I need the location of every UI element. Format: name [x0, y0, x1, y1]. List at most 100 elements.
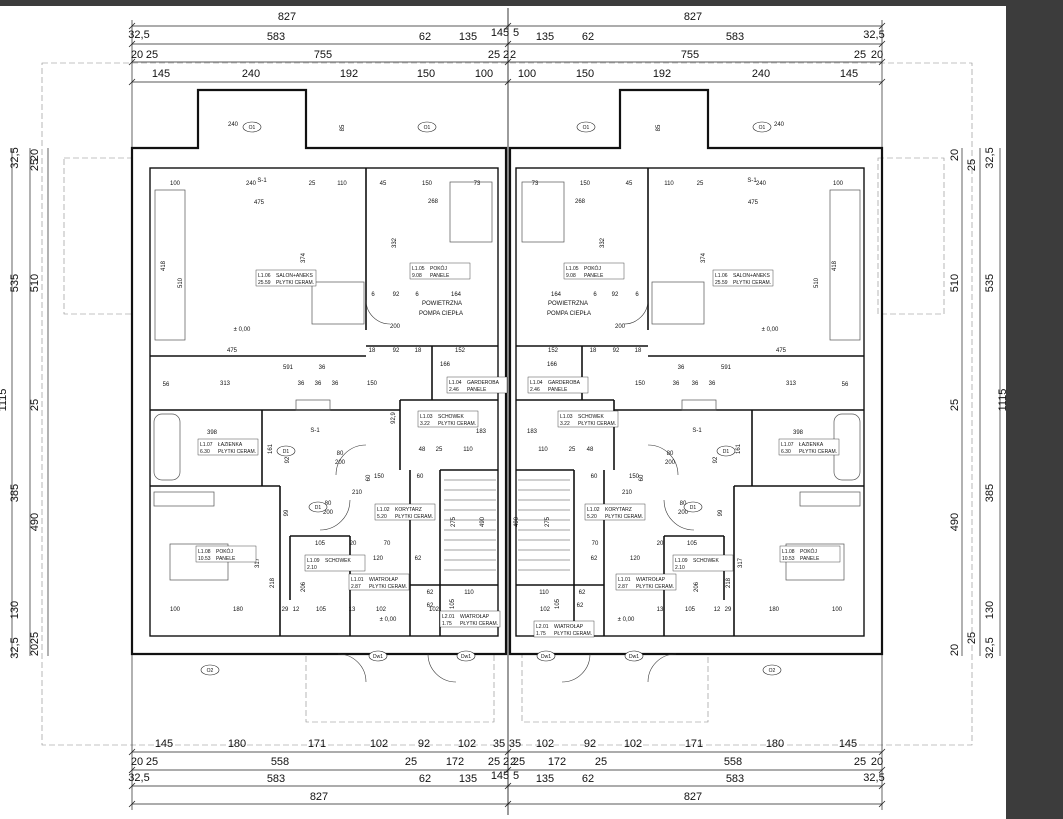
interior-dimension-label: 100 [833, 181, 844, 187]
interior-dimension-label: 313 [786, 381, 797, 387]
interior-dimension-label: 62 [591, 556, 598, 562]
dimension-label: 20 [131, 49, 143, 61]
dimension-label: 180 [766, 738, 784, 750]
plan-annotation: S-1 [257, 178, 267, 184]
plan-annotation: S-1 [692, 428, 702, 434]
dimension-label: 35 [493, 738, 505, 750]
dimension-tick [878, 78, 886, 86]
dimension-tick [128, 766, 136, 774]
dimension-label: 558 [724, 756, 742, 768]
bathtub-left [153, 413, 181, 481]
room-area: 2.87 [351, 584, 361, 590]
room-tag [584, 503, 646, 521]
interior-dimension-label: 180 [769, 607, 780, 613]
dimension-label: 130 [9, 601, 21, 619]
kitchen-counter-right [829, 189, 861, 341]
interior-dimension-label: 240 [756, 181, 767, 187]
dimension-label: 1115 [997, 389, 1006, 412]
room-tag [615, 573, 677, 591]
interior-dimension-label: 18 [590, 348, 597, 354]
interior-dimension-label: 591 [283, 365, 294, 371]
dimension-label: 25 [29, 632, 41, 644]
interior-dimension-label: 105 [687, 541, 698, 547]
interior-dimension-label: 45 [380, 181, 387, 187]
stairs-left [444, 479, 496, 571]
interior-dimension-label: 70 [592, 541, 599, 547]
interior-dimension-label: 275 [451, 516, 457, 527]
room-area: 6.30 [781, 449, 791, 455]
room-area: 9.08 [412, 273, 422, 279]
dimension-label: 385 [984, 484, 996, 502]
room-tag [439, 610, 501, 628]
interior-dimension-label: 110 [463, 447, 473, 453]
dimension-label: 135 [459, 773, 477, 785]
dimension-label: 192 [653, 68, 671, 80]
dimension-label: 240 [752, 68, 770, 80]
room-floor-finish: PŁYTKI CERAM. [578, 421, 616, 427]
opening-marker [624, 650, 644, 662]
dimension-label: 20 [871, 49, 883, 61]
interior-dimension-label: 29 [725, 607, 732, 613]
dimension-label: 583 [726, 773, 744, 785]
room-id: L1.04 [449, 380, 462, 386]
interior-dimension-label: 102 [540, 607, 551, 613]
interior-dimension-label: 105 [555, 598, 561, 609]
interior-dimension-label: 180 [233, 607, 244, 613]
interior-dimension-label: 218 [270, 577, 276, 588]
room-id: L1.04 [530, 380, 543, 386]
plan-annotation: 80 [680, 501, 687, 507]
dimension-label: 100 [475, 68, 493, 80]
room-floor-finish: PŁYTKI CERAM. [605, 514, 643, 520]
interior-dimension-label: 36 [709, 381, 716, 387]
opening-marker [200, 664, 220, 676]
dimension-tick [878, 782, 886, 790]
interior-dimension-label: 105 [450, 598, 456, 609]
opening-marker [716, 445, 736, 457]
interior-dimension-label: 18 [369, 348, 376, 354]
interior-dimension-label: 105 [316, 607, 327, 613]
interior-dimension-label: 317 [255, 557, 261, 568]
dimension-label: 35 [509, 738, 521, 750]
interior-dimension-label: 62 [415, 556, 422, 562]
dimension-label: 510 [29, 274, 41, 292]
room-id: L1.08 [782, 549, 795, 555]
plan-annotation: S-1 [747, 178, 757, 184]
room-name: SALON+ANEKS [276, 273, 313, 279]
interior-dimension-label: 100 [170, 181, 181, 187]
room-area: 6.30 [200, 449, 210, 455]
interior-dimension-label: 13 [657, 607, 664, 613]
interior-dimension-label: 218 [726, 577, 732, 588]
dimension-label: 583 [267, 31, 285, 43]
dimension-label: 583 [726, 31, 744, 43]
dimension-tick [878, 748, 886, 756]
interior-dimension-label: 164 [451, 292, 462, 298]
interior-dimension-label: 490 [514, 516, 520, 527]
dimension-label: 25 [854, 756, 866, 768]
interior-dimension-label: 206 [301, 581, 307, 592]
interior-dimension-label: 99 [284, 509, 290, 516]
viewer-top-bar [0, 0, 1063, 6]
interior-dimension-label: 152 [548, 348, 559, 354]
room-floor-finish: PŁYTKI CERAM. [276, 280, 314, 286]
dimension-label: 20 [949, 149, 961, 161]
dimension-label: 1115 [0, 389, 9, 412]
room-floor-finish: PŁYTKI CERAM. [395, 514, 433, 520]
plan-annotation: POMPA CIEPŁA [547, 311, 591, 317]
interior-dimension-label: 150 [635, 381, 646, 387]
room-floor-finish: PANELE [548, 387, 568, 393]
room-tag-frame [439, 610, 501, 628]
dimension-label: 32,5 [128, 29, 149, 41]
interior-dimension-label: 92,9 [391, 412, 397, 424]
opening-marker-label: Dw1 [629, 654, 639, 660]
room-area: 1.75 [442, 621, 452, 627]
room-tag-frame [672, 554, 734, 572]
dimension-label: 2 [503, 756, 509, 768]
dimension-label: 135 [459, 31, 477, 43]
room-id: L1.01 [351, 577, 364, 583]
plan-annotation: ± 0,00 [618, 617, 635, 623]
interior-dimension-label: 490 [480, 516, 486, 527]
opening-marker-label: D1 [315, 505, 322, 511]
room-name: KORYTARZ [395, 507, 422, 513]
dimension-label: 558 [271, 756, 289, 768]
interior-dimension-label: 6 [371, 292, 375, 298]
